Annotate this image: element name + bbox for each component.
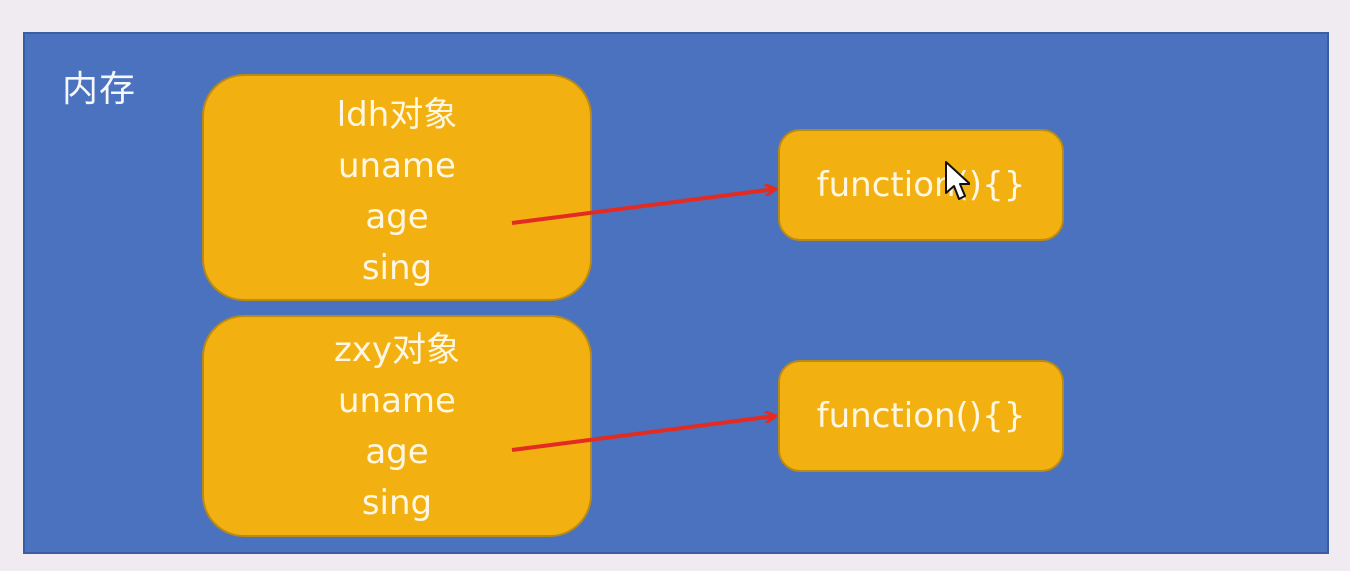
sing-to-function-arrow-top — [511, 189, 775, 225]
sing-to-function-arrow-bottom — [511, 416, 775, 452]
zxy-uname-field: uname — [338, 381, 456, 421]
zxy-object-box: zxy对象 uname age sing — [202, 315, 592, 537]
zxy-object-title: zxy对象 — [333, 330, 461, 370]
ldh-object-title: ldh对象 — [336, 95, 458, 135]
ldh-sing-field: sing — [361, 248, 433, 288]
memory-label: 内存 — [62, 69, 137, 110]
function-label-bottom: function(){} — [816, 396, 1026, 436]
function-label-top: function(){} — [816, 165, 1026, 205]
mouse-pointer-icon — [945, 161, 970, 200]
zxy-sing-field: sing — [361, 483, 433, 523]
ldh-uname-field: uname — [338, 146, 456, 186]
zxy-age-field: age — [365, 432, 429, 472]
ldh-age-field: age — [365, 197, 429, 237]
function-box-bottom: function(){} — [778, 360, 1064, 472]
function-box-top: function(){} — [778, 129, 1064, 241]
ldh-object-box: ldh对象 uname age sing — [202, 74, 592, 301]
